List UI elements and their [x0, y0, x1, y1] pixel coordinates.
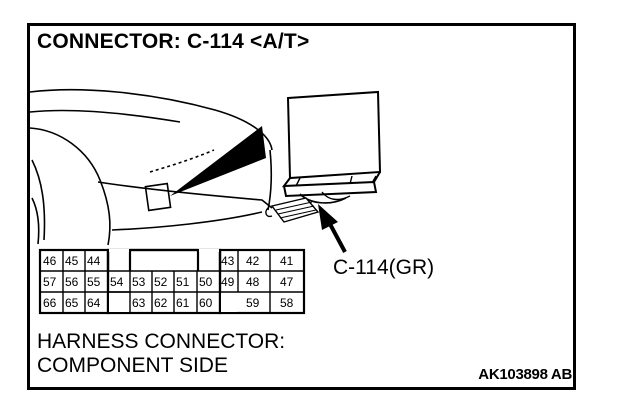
ecu-unit-drawing	[265, 90, 382, 223]
pin-label: 59	[246, 296, 260, 310]
pin-label: 43	[221, 254, 235, 268]
dash-top-curve	[29, 88, 273, 151]
pin-label: 57	[43, 275, 57, 289]
notch-gap-left	[110, 251, 130, 270]
empty-cell-right	[221, 293, 237, 312]
connector-callout-label: C-114(GR)	[333, 256, 435, 279]
pin-label: 55	[87, 275, 101, 289]
zoom-wedge	[170, 126, 266, 196]
right-block-outline	[218, 248, 306, 315]
pin-label: 62	[154, 296, 168, 310]
diagram-title: CONNECTOR: C-114 <A/T>	[37, 30, 310, 53]
ecu-base	[281, 171, 381, 188]
connector-location-box	[144, 182, 172, 212]
ecu-flange	[283, 181, 378, 198]
pin-label: 44	[87, 254, 101, 268]
connector-pin-grid	[38, 248, 306, 315]
pin-label: 46	[43, 254, 57, 268]
empty-cell	[109, 293, 129, 312]
dash-dotted-edge	[149, 149, 215, 173]
pin-label: 51	[176, 275, 190, 289]
callout-arrow	[318, 204, 347, 253]
dash-left-inner	[31, 197, 40, 245]
pin-label: 66	[43, 296, 57, 310]
pin-label: 63	[132, 296, 146, 310]
pin-label: 50	[199, 275, 213, 289]
notch-gap-right	[198, 251, 218, 270]
pin-label: 65	[65, 296, 79, 310]
caption-line-1: HARNESS CONNECTOR:	[37, 330, 286, 353]
dash-lower-line	[97, 181, 273, 209]
pin-label: 64	[87, 296, 101, 310]
dash-right-edge	[267, 149, 273, 211]
caption-line-2: COMPONENT SIDE	[37, 354, 228, 377]
pin-label: 42	[246, 254, 260, 268]
pin-label: 41	[280, 254, 294, 268]
pin-label: 52	[154, 275, 168, 289]
dash-panel-curve	[29, 127, 111, 246]
dash-left-curve	[31, 159, 46, 241]
dash-bottom-line	[111, 211, 263, 231]
pin-label: 48	[246, 275, 260, 289]
ecu-body	[286, 90, 382, 180]
pin-label: 60	[199, 296, 213, 310]
pin-label: 54	[110, 275, 124, 289]
dash-inner-curve	[29, 109, 181, 123]
pin-label: 45	[65, 254, 79, 268]
pin-label: 56	[65, 275, 79, 289]
pin-label: 61	[176, 296, 190, 310]
figure-code: AK103898 AB	[478, 366, 572, 383]
pin-label: 47	[280, 275, 294, 289]
dashboard-drawing	[29, 88, 273, 246]
pin-label: 49	[221, 275, 235, 289]
pin-label: 53	[132, 275, 146, 289]
pin-label: 58	[280, 296, 294, 310]
